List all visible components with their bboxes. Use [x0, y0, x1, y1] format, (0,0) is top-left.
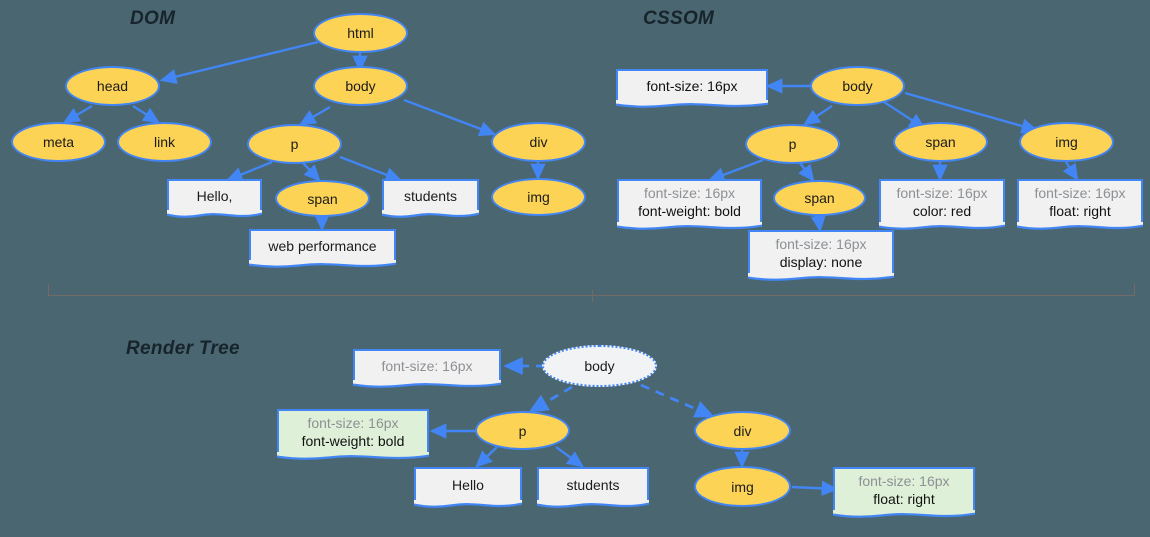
edge-p-hello: [225, 160, 273, 182]
dom-node-link[interactable]: link: [117, 122, 212, 162]
cssom-node-span-of-p[interactable]: span: [773, 180, 866, 216]
rule-line-inherited: font-size: 16px: [775, 236, 867, 252]
divider-tick-right: [1134, 284, 1135, 296]
dom-text-web-performance-label: web performance: [268, 237, 377, 254]
cssom-node-p[interactable]: p: [745, 124, 840, 164]
render-text-hello-label: Hello: [452, 476, 484, 493]
cssom-node-span-of-body[interactable]: span: [893, 122, 988, 162]
rule-line-inherited: font-size: 16px: [1034, 185, 1126, 201]
dom-node-meta[interactable]: meta: [11, 122, 106, 162]
torn-edge: [167, 210, 262, 221]
rule-line: font-weight: bold: [638, 202, 741, 219]
dom-text-hello[interactable]: Hello,: [167, 179, 262, 212]
edge-rtbody-rtdiv: [640, 383, 715, 418]
cssom-rules-img[interactable]: font-size: 16px float: right: [1017, 179, 1143, 224]
edge-rtimg-rrimg: [791, 480, 839, 497]
rule-line-inherited: font-size: 16px: [858, 473, 950, 489]
edge-rtp-hello: [475, 446, 498, 468]
dom-node-head[interactable]: head: [65, 66, 160, 106]
rule-line-inherited: font-size: 16px: [643, 185, 736, 201]
rule-line: display: none: [779, 253, 863, 270]
edge-html-head: [159, 40, 319, 85]
section-title-render-tree: Render Tree: [126, 338, 240, 359]
edge-rtbody-rtp: [528, 385, 573, 413]
edge-cspanp-rspanp: [810, 213, 826, 233]
edge-cimg-rimg: [1062, 161, 1079, 182]
edge-head-meta: [62, 104, 93, 124]
divider-tick-center: [592, 290, 593, 302]
dom-text-hello-label: Hello,: [196, 187, 233, 204]
section-title-cssom: CSSOM: [643, 8, 715, 29]
rule-line-inherited: font-size: 16px: [307, 415, 399, 431]
edge-body-div: [403, 98, 497, 137]
divider-tick-left: [48, 284, 49, 296]
edge-cp-cspanp: [798, 162, 815, 182]
rule-line: float: right: [873, 490, 935, 507]
torn-edge: [382, 210, 479, 221]
render-node-body[interactable]: body: [542, 345, 657, 387]
torn-edge: [879, 222, 1005, 233]
cssom-rules-p[interactable]: font-size: 16px font-weight: bold: [617, 179, 762, 224]
rule-line: font-weight: bold: [301, 432, 405, 449]
render-text-students[interactable]: students: [537, 467, 649, 502]
section-title-dom: DOM: [130, 8, 176, 29]
edge-p-students: [339, 155, 403, 183]
section-divider: [48, 295, 1135, 296]
edge-head-link: [132, 104, 161, 124]
edge-rtp-students: [555, 446, 584, 468]
render-node-p[interactable]: p: [475, 411, 570, 450]
rule-line-inherited: font-size: 16px: [896, 185, 988, 201]
render-node-img[interactable]: img: [694, 466, 791, 507]
rule-line: color: red: [912, 202, 972, 219]
render-node-div[interactable]: div: [694, 411, 791, 450]
torn-edge: [277, 452, 429, 463]
dom-node-img[interactable]: img: [491, 178, 586, 216]
dom-text-students[interactable]: students: [382, 179, 479, 212]
cssom-rules-body[interactable]: font-size: 16px: [616, 69, 768, 102]
rule-line: float: right: [1049, 202, 1111, 219]
render-text-hello[interactable]: Hello: [414, 467, 522, 502]
render-rules-body[interactable]: font-size: 16px: [353, 349, 501, 382]
cssom-rules-span-of-p[interactable]: font-size: 16px display: none: [748, 230, 894, 275]
render-rules-img[interactable]: font-size: 16px float: right: [833, 467, 975, 512]
torn-edge: [537, 500, 649, 511]
dom-node-p[interactable]: p: [247, 124, 342, 164]
dom-node-span[interactable]: span: [275, 180, 370, 217]
torn-edge: [748, 273, 894, 284]
torn-edge: [617, 222, 762, 233]
cssom-node-img[interactable]: img: [1019, 122, 1114, 162]
edge-p-span: [302, 162, 321, 182]
render-text-students-label: students: [566, 476, 620, 493]
rule-line-inherited: font-size: 16px: [381, 357, 473, 374]
dom-node-body[interactable]: body: [313, 66, 408, 106]
torn-edge: [833, 510, 975, 521]
cssom-rules-span-of-body[interactable]: font-size: 16px color: red: [879, 179, 1005, 224]
dom-text-students-label: students: [404, 187, 457, 204]
dom-text-web-performance[interactable]: web performance: [249, 229, 396, 262]
cssom-node-body[interactable]: body: [810, 66, 905, 106]
rule-line: font-size: 16px: [646, 77, 738, 94]
torn-edge: [616, 100, 768, 111]
edge-cp-rp: [707, 158, 764, 183]
torn-edge: [1017, 222, 1143, 233]
edge-cbody-cp: [803, 105, 833, 126]
dom-node-div[interactable]: div: [491, 122, 586, 162]
dom-node-html[interactable]: html: [313, 13, 408, 53]
torn-edge: [249, 260, 396, 271]
edge-body-p: [298, 105, 331, 126]
torn-edge: [414, 500, 522, 511]
torn-edge: [353, 380, 501, 391]
render-rules-p[interactable]: font-size: 16px font-weight: bold: [277, 409, 429, 454]
